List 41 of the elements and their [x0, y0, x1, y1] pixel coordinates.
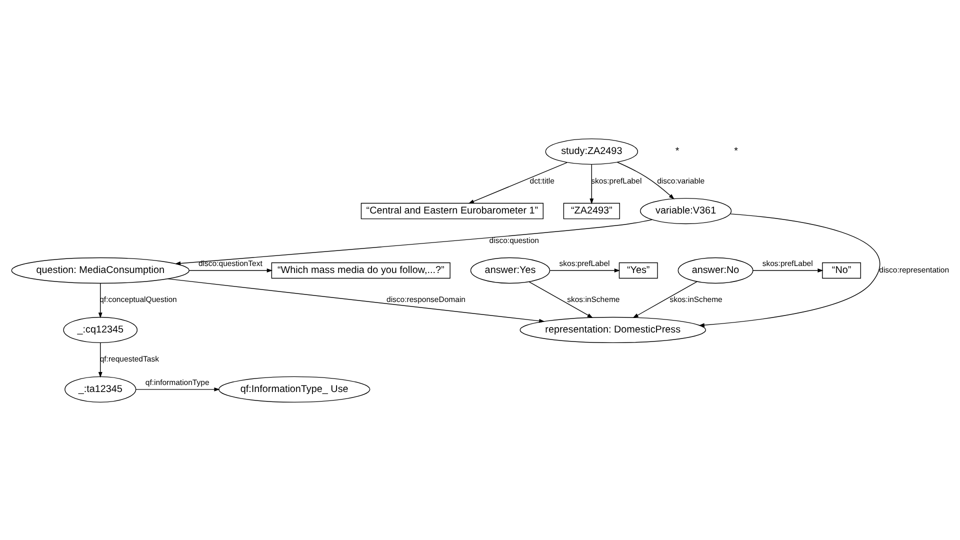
arrow [174, 218, 653, 265]
label: * [734, 146, 738, 157]
edge-label: skos:inScheme [567, 294, 620, 304]
arrow [752, 268, 824, 272]
edge-label: dct:title [530, 176, 554, 185]
node-box: “No” [822, 262, 861, 278]
edge-label: skos:prefLabel [559, 258, 610, 268]
arrow [98, 342, 102, 378]
node-box: “ZA2493” [563, 202, 620, 219]
arrow [528, 281, 593, 318]
node-box: “Which mass media do you follow,...?” [271, 262, 450, 278]
node-box: “Central and Eastern Eurobarometer 1” [360, 202, 544, 219]
node-ellipse: _:cq12345 [63, 316, 138, 343]
node-ellipse: study:ZA2493 [545, 138, 638, 164]
node-ellipse: answer:Yes [470, 256, 550, 284]
arrow [136, 386, 220, 391]
arrow [550, 268, 620, 272]
node-ellipse: qf:InformationType_ Use [218, 376, 370, 402]
edge-label: disco:responseDomain [386, 294, 466, 304]
edge-label: qf:informationType [145, 378, 210, 387]
edge-label: disco:question [489, 235, 539, 244]
arrow [167, 278, 545, 322]
node-ellipse: _:ta12345 [64, 376, 136, 402]
arrow [617, 161, 674, 199]
edge-label: skos:prefLabel [762, 258, 813, 268]
arrow [590, 164, 594, 204]
arrow [188, 268, 273, 272]
edge-label: skos:inScheme [670, 294, 722, 304]
arrow [98, 282, 102, 318]
node-ellipse: variable:V361 [640, 197, 732, 224]
arrow [698, 213, 880, 327]
edge-label: disco:questionText [198, 258, 262, 268]
arrow [632, 280, 698, 318]
edge-label: disco:representation [879, 264, 950, 274]
node-box: “Yes” [618, 262, 658, 278]
node-ellipse: question: MediaConsumption [11, 256, 190, 284]
edge-label: skos:prefLabel [591, 176, 642, 185]
node-ellipse: answer:No [678, 256, 754, 284]
edge-label: disco:variable [657, 176, 705, 185]
arrow [468, 162, 568, 204]
label: * [675, 146, 680, 157]
